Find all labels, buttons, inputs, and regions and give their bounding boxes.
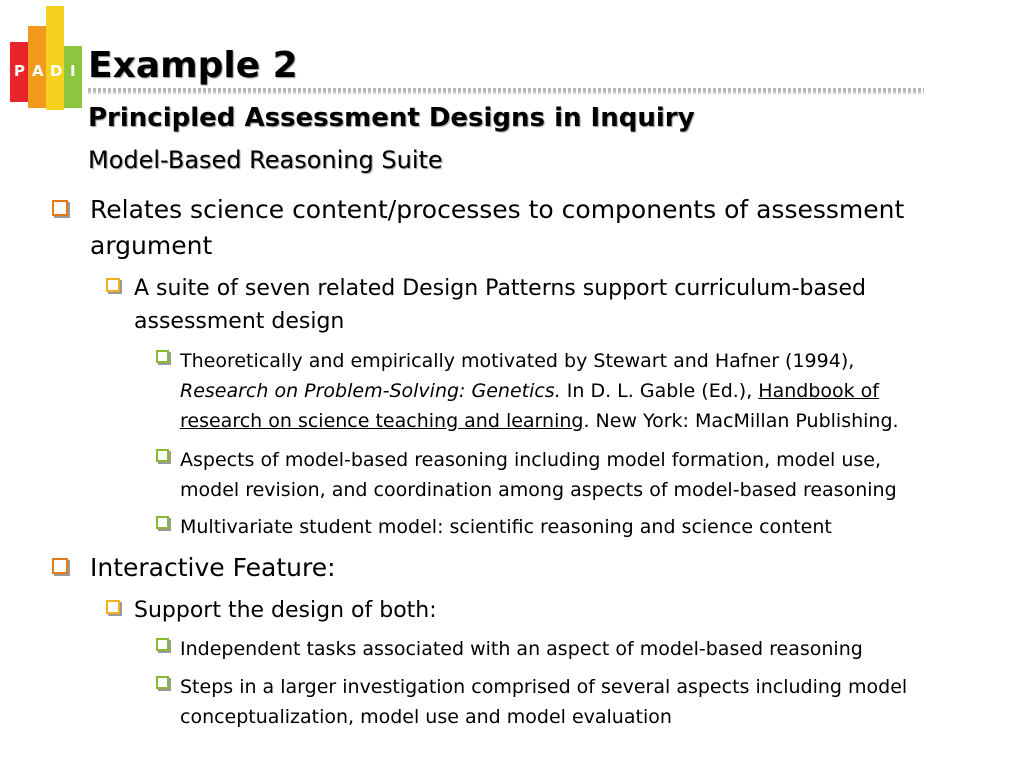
logo-bar-d — [46, 6, 64, 110]
bullet-line: conceptualization, model use and model e… — [180, 706, 672, 728]
bullet-line: Support the design of both: — [134, 598, 437, 623]
handbook-link-part2[interactable]: research on science teaching and learnin… — [180, 410, 584, 432]
bullet-interactive-feature: Interactive Feature: — [52, 550, 336, 586]
bullet-line: Interactive Feature: — [90, 553, 336, 582]
square-bullet-icon — [52, 558, 68, 574]
slide-suite-title: Model-Based Reasoning Suite — [88, 146, 443, 174]
logo-letter-p: P — [14, 62, 25, 80]
square-bullet-icon — [106, 278, 120, 292]
square-bullet-icon — [156, 676, 169, 689]
bullet-line: Relates science content/processes to com… — [90, 195, 905, 224]
square-bullet-icon — [106, 600, 120, 614]
slide-title: Example 2 — [88, 45, 298, 86]
bullet-line: research on science teaching and learnin… — [180, 406, 899, 436]
citation-title: Research on Problem-Solving: Genetics. — [180, 380, 561, 402]
logo-letter-i: I — [70, 62, 76, 80]
slide-subtitle: Principled Assessment Designs in Inquiry — [88, 103, 695, 133]
bullet-aspects-of-reasoning: Aspects of model-based reasoning includi… — [156, 445, 897, 505]
bullet-line: Independent tasks associated with an asp… — [180, 638, 863, 660]
handbook-link-part1[interactable]: Handbook of — [758, 380, 879, 402]
square-bullet-icon — [156, 638, 169, 651]
bullet-line: Research on Problem-Solving: Genetics. I… — [180, 376, 899, 406]
logo-bar-i — [64, 46, 82, 108]
square-bullet-icon — [156, 516, 169, 529]
bullet-line: Theoretically and empirically motivated … — [180, 350, 855, 372]
square-bullet-icon — [156, 449, 169, 462]
bullet-multivariate-model: Multivariate student model: scientific r… — [156, 512, 832, 542]
bullet-line: Aspects of model-based reasoning includi… — [180, 449, 882, 471]
bullet-relates-science: Relates science content/processes to com… — [52, 192, 905, 264]
bullet-line: model revision, and coordination among a… — [180, 479, 897, 501]
bullet-line: Multivariate student model: scientific r… — [180, 516, 832, 538]
logo-bar-a — [28, 26, 46, 108]
citation-editor: In D. L. Gable (Ed.), — [560, 380, 759, 402]
logo-letter-d: D — [50, 62, 63, 80]
logo-letter-a: A — [32, 62, 44, 80]
square-bullet-icon — [52, 200, 68, 216]
bullet-investigation-steps: Steps in a larger investigation comprise… — [156, 672, 908, 732]
bullet-support-design: Support the design of both: — [106, 594, 437, 627]
title-divider — [88, 88, 924, 94]
square-bullet-icon — [156, 350, 169, 363]
bullet-line: argument — [90, 231, 213, 260]
logo-bar-p — [10, 42, 28, 102]
padi-logo: P A D I — [8, 6, 84, 114]
bullet-line: assessment design — [134, 309, 345, 334]
bullet-line: Steps in a larger investigation comprise… — [180, 676, 908, 698]
citation-publisher: . New York: MacMillan Publishing. — [583, 410, 899, 432]
bullet-theoretically-motivated: Theoretically and empirically motivated … — [156, 346, 899, 436]
bullet-line: A suite of seven related Design Patterns… — [134, 276, 866, 301]
bullet-independent-tasks: Independent tasks associated with an asp… — [156, 634, 863, 664]
bullet-suite-of-patterns: A suite of seven related Design Patterns… — [106, 272, 866, 338]
